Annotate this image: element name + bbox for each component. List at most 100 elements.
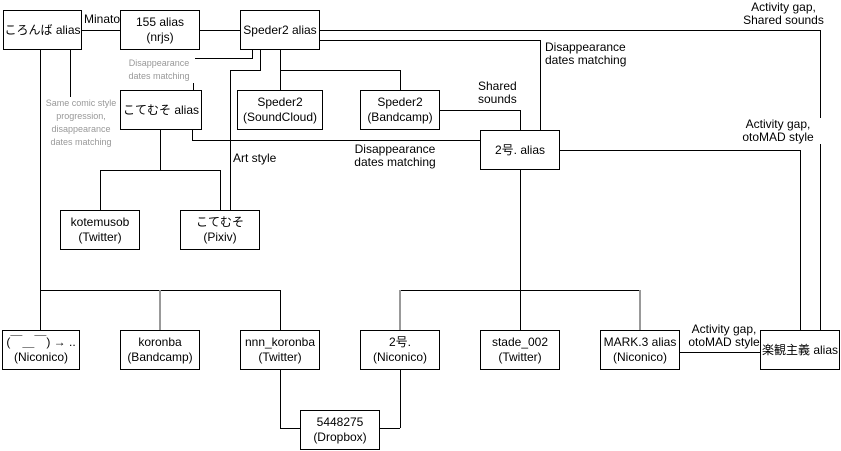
node-label-line: 2号. <box>388 335 411 349</box>
node-label-line: 楽観主義 alias <box>761 342 838 357</box>
edge-kotemuso-2gou-segment-0 <box>192 130 193 140</box>
node-kotemuso-pixiv: こてむそ(Pixiv) <box>180 210 260 250</box>
edge-label-line: sounds <box>478 92 517 106</box>
node-koronba-alias: ころんば alias <box>3 10 82 50</box>
edge-2gou-bottom-group-segment-3 <box>520 290 521 330</box>
edge-label-activity-gap-otomad-r: Activity gap,otoMAD style <box>725 118 831 144</box>
edge-label-line: Disappearance <box>354 142 436 156</box>
edge-bandcamp-2gou-segment-0 <box>440 110 521 111</box>
edge-kotemuso-children-segment-0 <box>160 130 161 170</box>
edge-koronba-bottom-group-segment-0 <box>40 50 41 330</box>
edge-koronba-bottom-group-segment-3 <box>280 290 281 330</box>
node-label-line: (Bandcamp) <box>367 110 433 124</box>
edge-label-line: Art style <box>233 151 277 165</box>
edge-kotemuso-children-segment-1 <box>100 170 221 171</box>
edge-koronba-155-segment-0 <box>82 30 120 31</box>
edge-label-line: disappearance <box>51 124 111 134</box>
node-label-line: (Pixiv) <box>203 230 237 244</box>
node-nnn-koronba-twitter: nnn_koronba(Twitter) <box>240 330 320 370</box>
node-label-line: ころんば alias <box>4 22 81 37</box>
edge-speder2-pixiv-segment-0 <box>260 50 261 70</box>
node-label-line: (Bandcamp) <box>127 350 193 364</box>
edge-kotemuso-2gou-segment-1 <box>192 140 480 141</box>
node-label-line: (Dropbox) <box>313 430 367 444</box>
edge-speder2-kotemuso-segment-0 <box>252 50 253 58</box>
node-speder2-alias: Speder2 alias <box>240 10 320 50</box>
edge-2gou-bottom-group-segment-0 <box>520 170 521 290</box>
node-speder2-bandcamp: Speder2(Bandcamp) <box>360 90 440 130</box>
node-label-line: (Twitter) <box>498 350 542 364</box>
node-label-line: MARK.3 alias <box>603 335 677 349</box>
edge-nnn-dropbox-segment-1 <box>280 428 300 429</box>
node-kotemusob-twitter: kotemusob(Twitter) <box>60 210 140 250</box>
edge-speder2-pixiv-segment-1 <box>230 70 261 71</box>
edge-label-line: otoMAD style <box>688 335 760 349</box>
node-label-line: (￣＿￣) → .. <box>6 335 76 349</box>
edge-155-speder2-segment-0 <box>200 30 240 31</box>
edge-2gou-rakkanshugi-segment-1 <box>800 150 801 330</box>
edge-label-line: dates matching <box>128 71 190 81</box>
node-speder2-soundcloud: Speder2(SoundCloud) <box>237 90 323 130</box>
node-label-line: (Niconico) <box>612 350 667 364</box>
node-kaomoji-niconico: (￣＿￣) → ..(Niconico) <box>2 330 80 370</box>
edge-speder2-2gou-segment-1 <box>540 40 541 130</box>
edge-label-line: dates matching <box>354 155 436 169</box>
edge-label-line: Disappearance <box>128 58 190 68</box>
node-2gou-alias: 2号. alias <box>480 130 560 170</box>
edge-nnn-dropbox-segment-0 <box>280 370 281 428</box>
node-155-alias: 155 alias(nrjs) <box>120 10 200 50</box>
node-label-line: こてむそ alias <box>122 102 199 117</box>
edge-label-line: Disappearance <box>545 40 626 54</box>
edge-label-line: dates matching <box>545 53 627 67</box>
edge-label-line: otoMAD style <box>742 130 814 144</box>
edge-label-line: progression, <box>56 111 106 121</box>
node-label-line: koronba <box>138 335 182 349</box>
node-label-line: (Twitter) <box>258 350 302 364</box>
edge-label-line: Minato <box>84 12 121 26</box>
node-label-line: nnn_koronba <box>244 335 316 349</box>
edge-speder2-rakkanshugi-segment-0 <box>320 30 821 31</box>
edge-label-activity-gap-shared: Activity gap,Shared sounds <box>735 1 832 27</box>
edge-kotemuso-children-segment-2 <box>100 170 101 210</box>
edge-label-line: Shared sounds <box>743 13 824 27</box>
edge-label-line: Activity gap, <box>691 322 757 336</box>
edge-speder2-kotemuso-segment-1 <box>193 58 253 59</box>
node-2gou-niconico: 2号.(Niconico) <box>360 330 440 370</box>
node-label-line: (nrjs) <box>146 30 174 44</box>
edge-label-art-style: Art style <box>233 152 279 165</box>
edge-label-line: Same comic style <box>45 98 117 108</box>
edge-2gou-bottom-group-segment-2 <box>399 290 401 330</box>
edge-speder2-bandcamp-link-segment-0 <box>280 70 401 71</box>
node-rakkanshugi-alias: 楽観主義 alias <box>760 330 840 370</box>
node-label-line: (SoundCloud) <box>242 110 318 124</box>
edge-kotemuso-children-segment-3 <box>220 170 221 210</box>
edge-2gou-rakkanshugi-segment-0 <box>560 150 800 151</box>
node-label-line: Speder2 <box>377 95 423 109</box>
node-label-line: (Niconico) <box>372 350 427 364</box>
edge-label-line: Activity gap, <box>751 0 816 14</box>
node-mark3-niconico: MARK.3 alias(Niconico) <box>600 330 680 370</box>
node-stade-002-twitter: stade_002(Twitter) <box>480 330 560 370</box>
node-label-line: (Twitter) <box>78 230 122 244</box>
node-label-line: 5448275 <box>316 415 364 429</box>
edge-label-minato: Minato <box>84 13 120 26</box>
node-label-line: stade_002 <box>491 335 549 349</box>
edge-2gou-bottom-group-segment-4 <box>639 290 641 330</box>
node-label-line: 2号. alias <box>494 142 546 157</box>
edge-label-line: dates matching <box>50 137 112 147</box>
node-5448275-dropbox: 5448275(Dropbox) <box>300 410 380 450</box>
node-label-line: (Niconico) <box>13 350 68 364</box>
node-label-line: Speder2 <box>257 95 303 109</box>
edge-bandcamp-2gou-segment-1 <box>520 110 521 130</box>
edge-koronba-bottom-group-segment-2 <box>159 290 161 330</box>
edge-speder2-rakkanshugi-segment-1 <box>820 30 821 330</box>
edge-2gou-nico-dropbox-segment-0 <box>400 370 401 428</box>
edge-koronba-kotemuso-segment-0 <box>70 50 71 100</box>
edge-2gou-nico-dropbox-segment-1 <box>380 428 400 429</box>
edge-speder2-bandcamp-link-segment-1 <box>400 70 401 90</box>
node-label-line: 155 alias <box>135 15 185 29</box>
